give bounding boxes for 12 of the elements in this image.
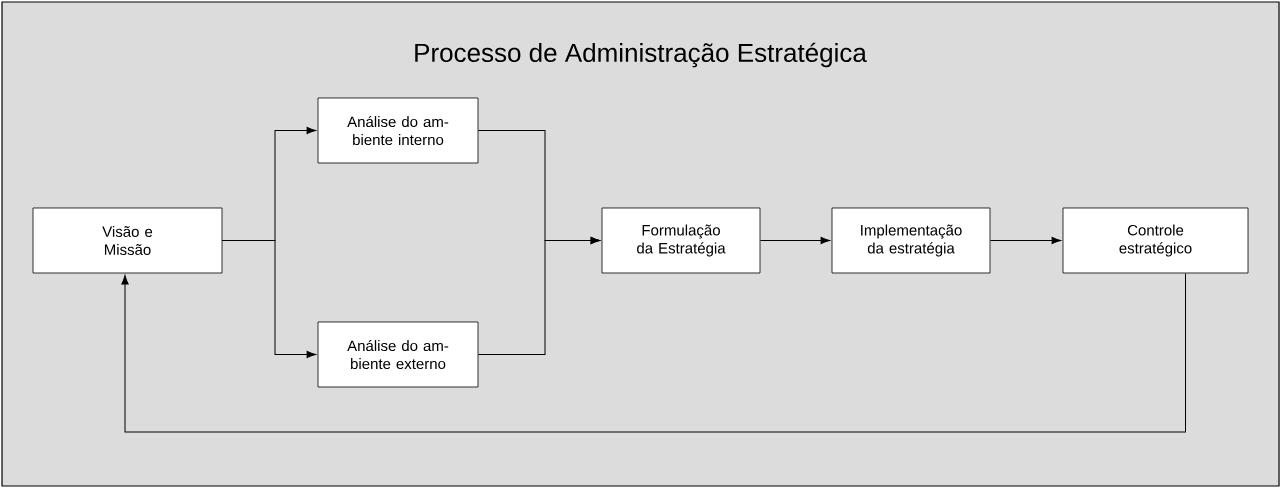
process-box: Implementação da estratégia	[831, 207, 991, 274]
arrow	[477, 236, 600, 355]
arrow	[989, 236, 1061, 245]
process-box: Análise do am- biente externo	[317, 321, 479, 388]
arrow	[221, 240, 316, 359]
title: Processo de Administração Estratégica	[415, 42, 867, 68]
process-box: Formulação da Estratégia	[601, 207, 761, 274]
process-box: Controle estratégico	[1062, 207, 1249, 274]
arrow	[121, 272, 1186, 433]
arrow	[759, 236, 830, 245]
process-box: Análise do am- biente interno	[317, 97, 479, 164]
process-box: Visão e Missão	[32, 207, 223, 274]
